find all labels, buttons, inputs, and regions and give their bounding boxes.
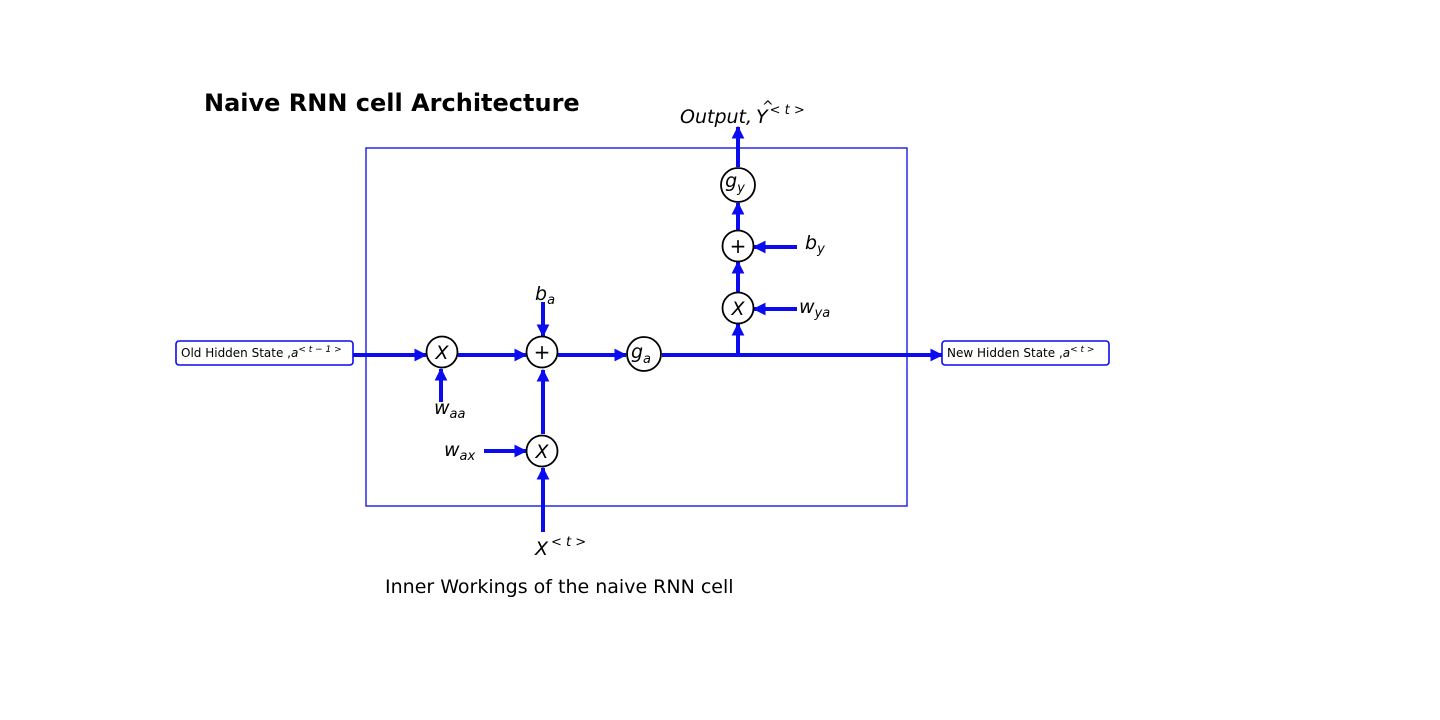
svg-text:ga: ga <box>631 341 651 367</box>
svg-text:Output,Y< t >: Output,Y< t > <box>680 103 805 128</box>
node-ga-sub: a <box>643 352 651 367</box>
node-gy: gy <box>720 167 756 203</box>
cell-boundary <box>365 147 908 507</box>
node-mult-ya: X <box>721 291 755 325</box>
label-by: by <box>805 232 825 257</box>
flow-arrows <box>353 125 944 532</box>
node-add-a: + <box>525 335 559 369</box>
label-ba: ba <box>535 283 555 308</box>
node-ga-main: g <box>631 341 643 363</box>
svg-text:gy: gy <box>725 170 745 196</box>
svg-text:New Hidden State ,a< t >: New Hidden State ,a< t > <box>947 345 1094 360</box>
output-hat: ^ <box>762 99 774 115</box>
node-mult-ax: X <box>525 434 559 468</box>
node-add-y-label: + <box>730 234 747 258</box>
node-mult-ya-label: X <box>730 298 745 320</box>
new-hidden-state-box: New Hidden State ,a< t > <box>941 340 1110 366</box>
node-mult-ax-label: X <box>534 441 549 463</box>
node-gy-sub: y <box>736 181 745 196</box>
node-ga: ga <box>626 336 662 372</box>
node-add-y: + <box>721 229 755 263</box>
node-mult-aa: X <box>425 335 459 369</box>
node-gy-main: g <box>725 170 737 192</box>
node-add-a-label: + <box>534 340 551 364</box>
diagram-caption: Inner Workings of the naive RNN cell <box>385 576 734 598</box>
diagram-title: Naive RNN cell Architecture <box>204 89 580 117</box>
svg-text:Old Hidden State ,a< t − 1 >: Old Hidden State ,a< t − 1 > <box>181 345 342 360</box>
node-mult-aa-label: X <box>434 342 449 364</box>
label-wax: wax <box>444 439 476 464</box>
label-wya: wya <box>799 296 830 321</box>
label-input-x: X< t > <box>534 535 586 560</box>
old-hidden-state-box: Old Hidden State ,a< t − 1 > <box>175 340 354 366</box>
label-output: Output,Y< t > ^ <box>680 99 805 128</box>
label-waa: waa <box>434 397 466 422</box>
